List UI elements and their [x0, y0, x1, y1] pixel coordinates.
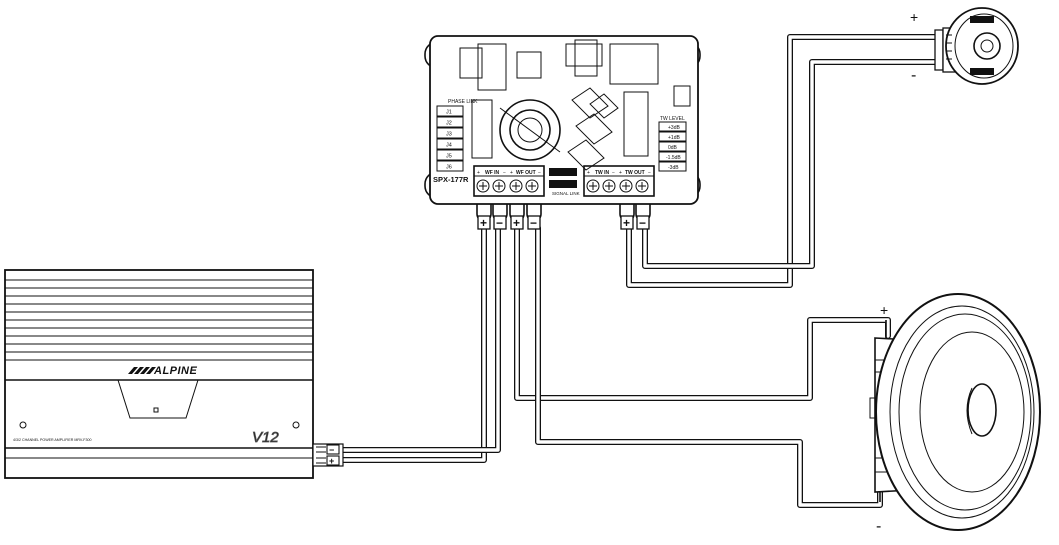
amplifier: ALPINE 4/3/2 CHANNEL POWER AMPLIFIER MRV… [4, 269, 344, 479]
connector-woofer-positive-sign: + [513, 216, 520, 230]
phase-jumper-j4: J4 [446, 143, 452, 149]
tw-level-plus3: +3dB [668, 125, 680, 131]
crossover-connectors: + − + − + − [476, 204, 651, 230]
amplifier-terminals: − + [312, 443, 344, 467]
svg-text:−: − [538, 170, 541, 176]
connector-tweeter-negative-sign: − [639, 216, 646, 230]
connector-woofer-negative-sign: − [530, 216, 537, 230]
svg-text:−: − [503, 170, 506, 176]
signal-link-block: SIGNAL LINK [549, 168, 580, 196]
woofer: + - [869, 293, 1041, 535]
phase-jumper-j5: J5 [446, 154, 452, 160]
wire-woofer-negative [535, 225, 883, 508]
tweeter-plus-label: + [910, 9, 918, 25]
signal-link-label: SIGNAL LINK [552, 191, 580, 196]
amp-terminal-positive-sign: + [329, 456, 334, 466]
phase-jumper-j6: J6 [446, 165, 452, 171]
tw-level-label: TW LEVEL [660, 116, 685, 122]
tw-level-list: +3dB +1dB 0dB -1.5dB -3dB [658, 121, 687, 172]
svg-text:+: + [477, 170, 480, 176]
wiring [337, 34, 938, 508]
phase-jumper-list: J1 J2 J3 J4 J5 J6 [436, 105, 464, 172]
wire-woofer-positive [514, 225, 891, 401]
crossover-model-label: SPX-177R [433, 175, 469, 184]
phase-jumper-j3: J3 [446, 132, 452, 138]
woofer-plus-label: + [880, 302, 888, 318]
tw-level-0: 0dB [668, 145, 678, 151]
terminal-block-tweeter: + TW IN − + TW OUT − [583, 165, 655, 197]
tw-in-label: TW IN [595, 170, 610, 176]
amplifier-caption: 4/3/2 CHANNEL POWER AMPLIFIER MRV-F300 [13, 438, 92, 442]
svg-text:−: − [648, 170, 651, 176]
woofer-minus-label: - [876, 518, 881, 535]
wire-amp-positive [337, 225, 487, 463]
svg-text:+: + [510, 170, 513, 176]
alpine-logo: ALPINE [128, 365, 198, 377]
wf-in-label: WF IN [485, 170, 500, 176]
amplifier-badge: V12 [252, 429, 279, 446]
svg-text:+: + [619, 170, 622, 176]
phase-jumper-j2: J2 [446, 121, 452, 127]
wire-amp-negative [337, 225, 501, 453]
tw-level-plus1: +1dB [668, 135, 680, 141]
wf-out-label: WF OUT [516, 170, 536, 176]
amp-terminal-negative-sign: − [329, 445, 334, 455]
tweeter-minus-label: - [911, 67, 916, 84]
tw-out-label: TW OUT [625, 170, 645, 176]
connector-amp-negative-sign: − [496, 216, 503, 230]
terminal-block-woofer: + WF IN − + WF OUT − [473, 165, 545, 197]
phase-link-label: PHASE LINK [448, 99, 478, 105]
svg-text:+: + [587, 170, 590, 176]
connector-tweeter-positive-sign: + [623, 216, 630, 230]
amplifier-heatsink-fins [5, 279, 313, 361]
tweeter: + - [910, 7, 1019, 85]
tw-level-minus3: -3dB [668, 165, 679, 171]
connector-amp-positive-sign: + [480, 216, 487, 230]
tw-level-minus1-5: -1.5dB [666, 155, 681, 161]
phase-jumper-j1: J1 [446, 110, 452, 116]
amplifier-brand: ALPINE [153, 365, 198, 377]
crossover-board: PHASE LINK J1 J2 J3 J4 J5 J6 TW LEVEL +3… [424, 35, 701, 205]
svg-text:−: − [612, 170, 615, 176]
